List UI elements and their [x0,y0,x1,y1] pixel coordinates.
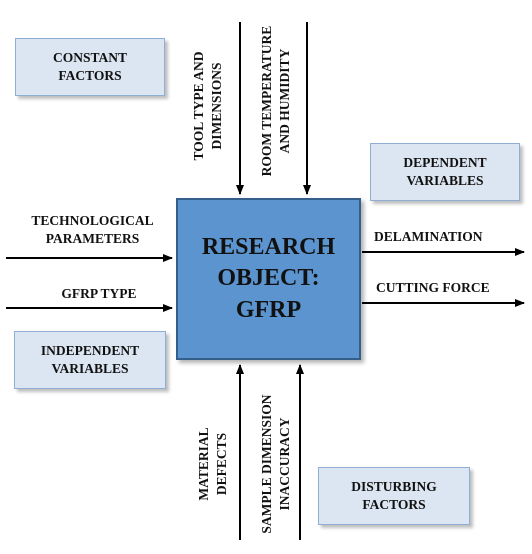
gfrp-type-label: GFRP TYPE [61,286,137,301]
independent-variables-box: INDEPENDENT VARIABLES [14,331,166,389]
sample-dimension-label: SAMPLE DIMENSION INACCURACY [259,394,293,534]
technological-parameters-label: TECHNOLOGICAL PARAMETERS [31,213,154,247]
room-temperature-label: ROOM TEMPERATURE AND HUMIDITY [259,25,293,177]
tool-type-label: TOOL TYPE AND DIMENSIONS [191,51,225,161]
constant-factors-box: CONSTANT FACTORS [15,38,165,96]
dependent-variables-box: DEPENDENT VARIABLES [370,143,520,201]
disturbing-factors-box: DISTURBING FACTORS [318,467,470,525]
cutting-force-label: CUTTING FORCE [376,280,490,295]
material-defects-label: MATERIAL DEFECTS [196,427,230,501]
research-object-box: RESEARCH OBJECT: GFRP [176,198,361,360]
delamination-label: DELAMINATION [374,229,483,244]
